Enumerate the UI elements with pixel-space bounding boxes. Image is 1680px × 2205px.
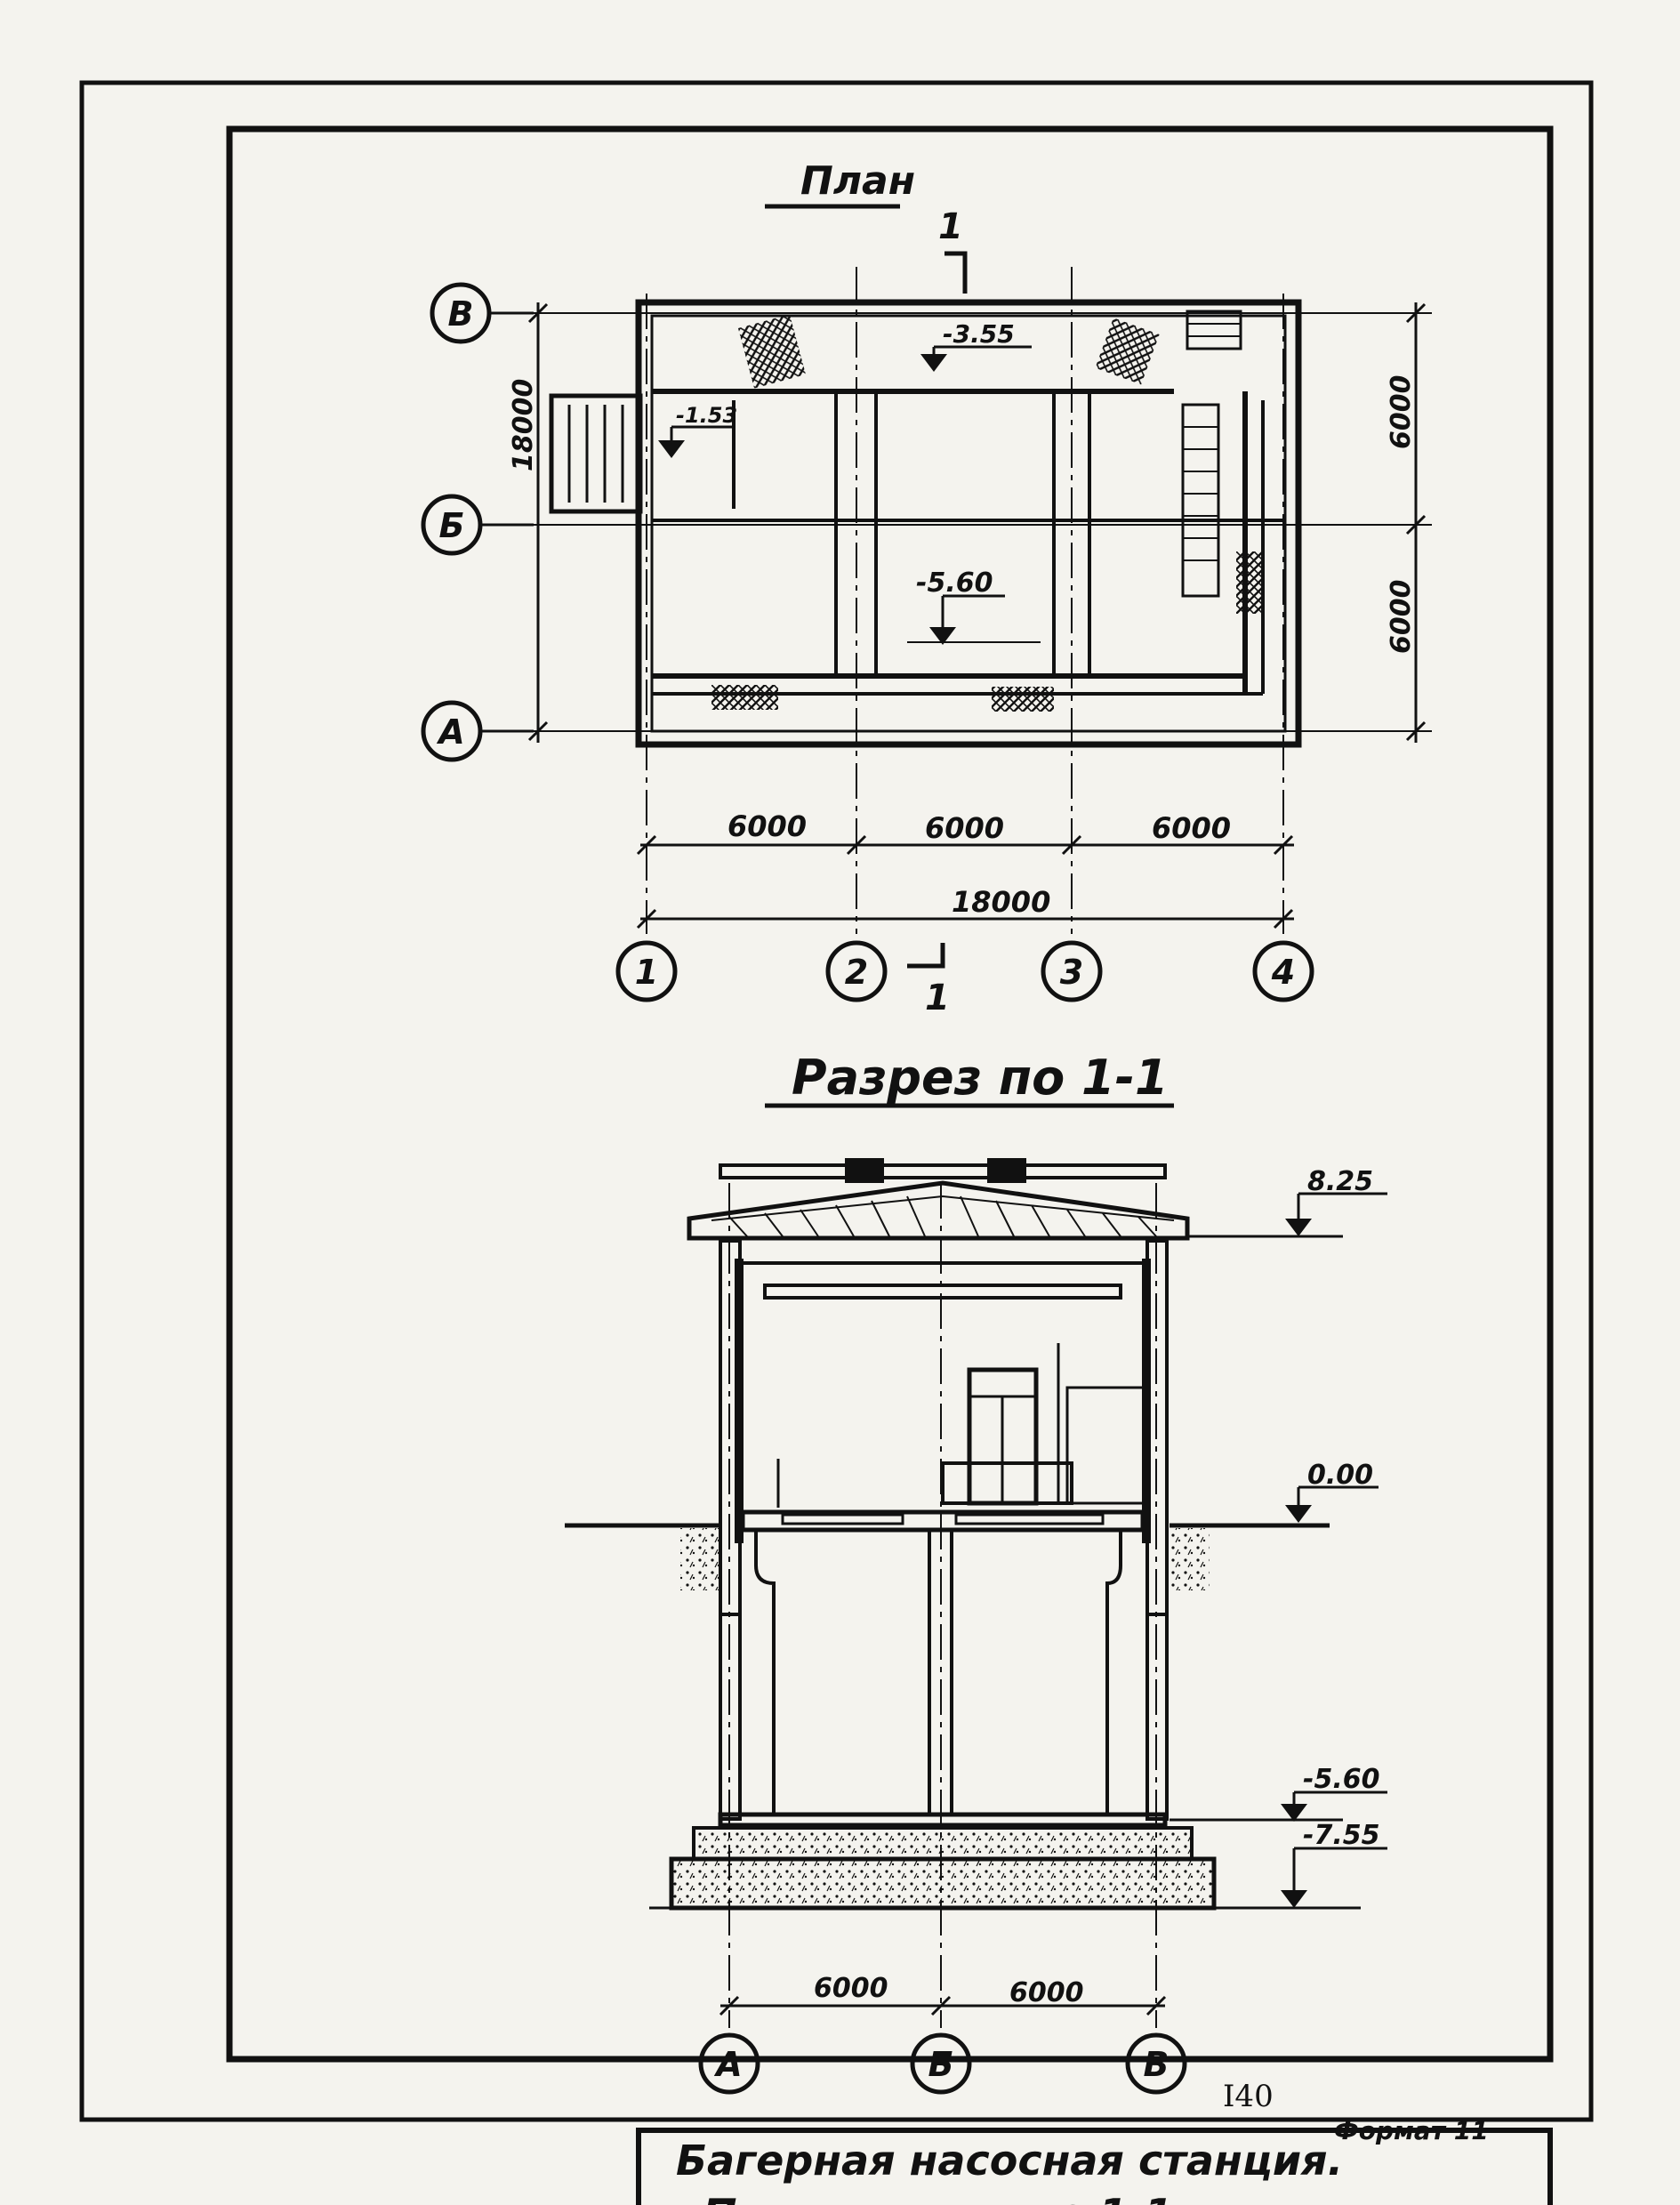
svg-text:В: В [448,294,474,334]
svg-text:А: А [713,2045,742,2084]
plan-elevation-entry: -1.53 [658,403,737,458]
axis-bubble-col-2: 2 [825,940,888,1002]
plan-dim-bottom-2: 6000 [925,811,1004,845]
plan-dim-right-2: 6000 [1386,580,1417,655]
section-mark-bottom: 1 [925,978,950,1018]
svg-text:-5.60: -5.60 [916,567,993,599]
sheet-number: I40 [1223,2079,1274,2114]
svg-text:3: 3 [1060,953,1083,992]
svg-text:-7.55: -7.55 [1303,1820,1379,1851]
svg-text:-3.55: -3.55 [943,319,1015,349]
title-line-2: План, разрез по 1-1. [703,2190,1188,2205]
plan-dim-bottom-1: 6000 [727,809,807,843]
section-elevation-floor: -5.60 [1170,1764,1387,1822]
outer-frame [79,80,1594,2122]
svg-text:-5.60: -5.60 [1303,1764,1379,1795]
plan-dim-total: 18000 [952,885,1050,919]
section-elevation-ground: 0.00 [1285,1460,1379,1523]
svg-text:В: В [1144,2045,1170,2084]
svg-text:А: А [436,712,464,752]
axis-bubble-col-1: 1 [615,940,678,1002]
sheet-format: Формат 11 [1334,2116,1489,2145]
svg-text:Б: Б [928,2045,954,2084]
section-mark-top: 1 [938,206,963,247]
section-axis-bubble-B: Б [910,2032,972,2095]
plan-dim-left: 18000 [508,379,539,471]
axis-bubble-row-A: А [421,700,534,762]
inner-frame [226,125,1554,2063]
plan-elevation-main: -5.60 [907,567,1041,645]
svg-text:1: 1 [635,953,658,992]
plan-title: План [800,158,915,204]
axis-bubble-col-3: 3 [1041,940,1103,1002]
svg-text:Б: Б [439,506,465,545]
title-block [636,2128,1553,2205]
plan-view: План 1 1 [421,158,1432,1018]
section-axis-bubble-A: А [698,2032,760,2095]
axis-bubble-row-B: Б [421,494,534,556]
title-line-1: Багерная насосная станция. [676,2137,1343,2185]
section-elevation-base: -7.55 [1232,1820,1387,1910]
plan-elevation-top: -3.55 [920,319,1032,372]
svg-text:4: 4 [1271,953,1295,992]
svg-text:0.00: 0.00 [1307,1460,1373,1491]
section-axis-bubble-V: В [1125,2032,1187,2095]
section-elevation-roof: 8.25 [1187,1166,1387,1238]
svg-text:2: 2 [845,953,868,992]
svg-text:-1.53: -1.53 [676,403,737,428]
axis-bubble-row-V: В [430,282,534,344]
section-dim-1: 6000 [814,1973,888,2004]
axis-bubble-col-4: 4 [1252,940,1314,1002]
plan-dim-right-1: 6000 [1386,375,1417,450]
plan-dim-bottom-3: 6000 [1152,811,1231,845]
section-dim-2: 6000 [1009,1977,1084,2008]
section-title: Разрез по 1-1 [792,1050,1169,1106]
section-view: Разрез по 1-1 [565,1050,1387,2095]
svg-text:8.25: 8.25 [1307,1166,1373,1197]
